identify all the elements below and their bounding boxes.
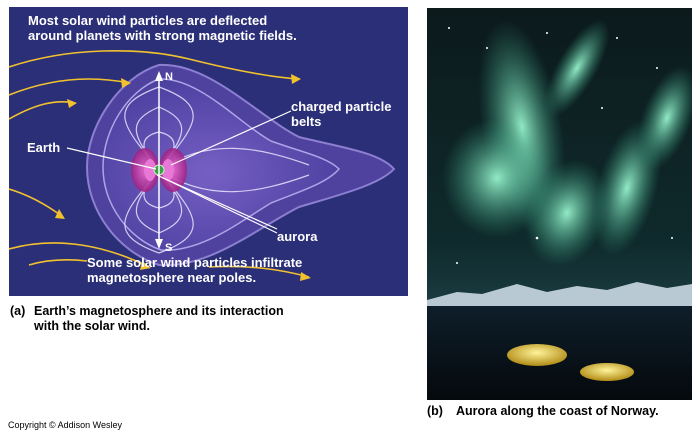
aurora-curtains [442, 19, 692, 267]
magnetosphere-diagram: Most solar wind particles are deflected … [9, 7, 408, 296]
snowy-mountains [427, 282, 692, 308]
belts-label-line1: charged particle [291, 99, 392, 114]
earth-label: Earth [27, 140, 61, 155]
south-arrowhead [155, 239, 163, 249]
top-note-line2: around planets with strong magnetic fiel… [28, 28, 297, 43]
north-arrowhead [155, 71, 163, 81]
belt-left-inner [144, 159, 156, 181]
rock-right [580, 363, 634, 381]
top-note-line1: Most solar wind particles are deflected [28, 13, 268, 28]
aurora-label: aurora [277, 229, 318, 244]
belts-leader [170, 110, 292, 166]
solar-wind-arrowheads [55, 74, 311, 281]
bottom-note-line2: magnetosphere near poles. [87, 270, 257, 285]
aurora-leader-2 [156, 174, 278, 234]
rock-left [507, 344, 567, 366]
earth-leader [66, 147, 157, 170]
stars [448, 27, 673, 264]
caption-a-line2: with the solar wind. [34, 319, 150, 333]
caption-b-letter: (b) [427, 404, 443, 418]
belts-label-line2: belts [291, 114, 322, 129]
south-label: S [165, 242, 173, 254]
caption-a-letter: (a) [10, 304, 26, 318]
solar-wind-arrows [9, 50, 310, 278]
aurora-photo-graphic [427, 8, 692, 400]
north-label: N [165, 71, 173, 83]
magnetosphere-graphic [9, 50, 396, 281]
aurora-photo [427, 8, 692, 400]
bottom-note-line1: Some solar wind particles infiltrate [87, 255, 303, 270]
caption-b-text: Aurora along the coast of Norway. [456, 404, 659, 418]
copyright-notice: Copyright © Addison Wesley [8, 420, 123, 430]
caption-a-line1: Earth’s magnetosphere and its interactio… [34, 304, 284, 318]
